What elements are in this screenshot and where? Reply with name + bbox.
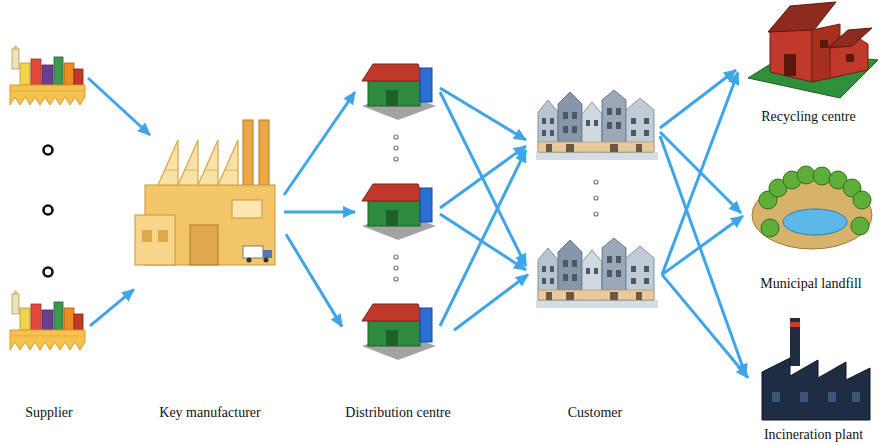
incineration-plant-icon: [762, 318, 870, 420]
node-caption: Key manufacturer: [159, 404, 260, 421]
landfill-icon: [752, 166, 872, 249]
flow-arrows: [660, 70, 736, 128]
customer-icon: [536, 238, 658, 308]
ellipsis-dots: [594, 196, 598, 200]
node-caption: Supplier: [25, 404, 72, 421]
factory-icon: [225, 170, 238, 171]
factory-icon: [263, 250, 272, 258]
ellipsis-dots: [394, 266, 398, 270]
facility-node: Incineration plant: [748, 310, 879, 443]
recycling-centre-icon: [820, 40, 828, 48]
recycling-centre-icon: [846, 54, 854, 62]
factory-icon: [135, 120, 275, 265]
node-caption: Recycling centre: [761, 108, 855, 125]
facility-node: Recycling centre: [738, 0, 879, 125]
recycling-centre-icon: [828, 28, 872, 48]
incineration-plant-icon: [790, 322, 800, 327]
tree-shape: [851, 217, 869, 235]
facility-node: Distribution centre: [342, 300, 454, 421]
node-caption: Distribution centre: [345, 404, 450, 421]
flow-arrows: [284, 92, 355, 195]
factory-icon: [218, 140, 238, 185]
ellipsis-dots: [44, 268, 53, 277]
supplier-icon: [10, 45, 85, 105]
ellipsis-dots: [394, 157, 398, 161]
factory-icon: [190, 225, 218, 265]
distribution-centre-icon: [362, 304, 436, 360]
factory-icon: [158, 140, 178, 185]
flow-arrows: [440, 150, 526, 326]
ellipsis-dots: [394, 255, 398, 259]
facility-node: Supplier: [8, 285, 90, 421]
customer-icon: [536, 90, 658, 160]
factory-icon: [264, 258, 269, 263]
tree-shape: [813, 167, 831, 185]
factory-icon: [158, 140, 238, 185]
factory-icon: [158, 230, 168, 242]
ellipsis-dots: [594, 180, 598, 184]
incineration-plant-icon: [852, 392, 860, 402]
factory-icon: [185, 170, 198, 171]
incineration-plant-icon: [800, 392, 808, 402]
flow-arrows: [88, 78, 150, 135]
incineration-plant-icon: [772, 392, 780, 402]
ellipsis-dots: [394, 135, 398, 139]
factory-icon: [205, 170, 218, 171]
factory-icon: [165, 170, 238, 171]
tree-shape: [853, 191, 871, 209]
factory-icon: [165, 170, 178, 171]
tree-shape: [761, 219, 779, 237]
ellipsis-dots: [594, 180, 598, 216]
recycling-centre-icon: [748, 2, 878, 98]
factory-icon: [247, 258, 252, 263]
flow-arrows: [440, 214, 526, 270]
ellipsis-dots: [394, 135, 398, 281]
landfill-icon: [759, 166, 871, 237]
flow-arrow: [662, 73, 738, 275]
flow-arrows: [284, 211, 355, 214]
flow-arrow: [662, 275, 748, 378]
distribution-centre-icon: [362, 64, 436, 120]
ellipsis-dots: [394, 146, 398, 150]
flow-arrows: [88, 70, 746, 376]
node-caption: Incineration plant: [764, 426, 863, 443]
distribution-centre-icon: [362, 184, 436, 240]
landfill-icon: [783, 209, 847, 235]
node-caption: Customer: [568, 404, 622, 421]
ellipsis-dots: [44, 206, 53, 215]
factory-icon: [178, 140, 198, 185]
ellipsis-dots: [594, 212, 598, 216]
facility-node: Key manufacturer: [134, 115, 286, 421]
supplier-icon: [10, 290, 85, 350]
incineration-plant-icon: [762, 358, 870, 420]
factory-icon: [198, 140, 218, 185]
facility-node: Customer: [528, 238, 662, 421]
flow-arrow: [662, 216, 743, 275]
flow-arrows: [660, 136, 746, 376]
flow-arrow: [454, 275, 528, 331]
ellipsis-dots: [44, 146, 53, 277]
factory-icon: [142, 230, 152, 242]
ellipsis-dots: [394, 277, 398, 281]
factory-icon: [243, 246, 263, 258]
flow-arrow: [90, 289, 134, 325]
facility-node: Municipal landfill: [743, 140, 879, 292]
factory-icon: [135, 215, 175, 265]
recycling-centre-icon: [784, 54, 796, 76]
ellipsis-dots: [44, 146, 53, 155]
incineration-plant-icon: [790, 318, 800, 366]
flow-arrows: [440, 88, 526, 140]
tree-shape: [797, 166, 815, 184]
factory-icon: [232, 200, 262, 218]
incineration-plant-icon: [828, 392, 836, 402]
node-caption: Municipal landfill: [760, 275, 861, 292]
edge-layer: [90, 73, 748, 378]
flow-arrow: [286, 234, 342, 326]
